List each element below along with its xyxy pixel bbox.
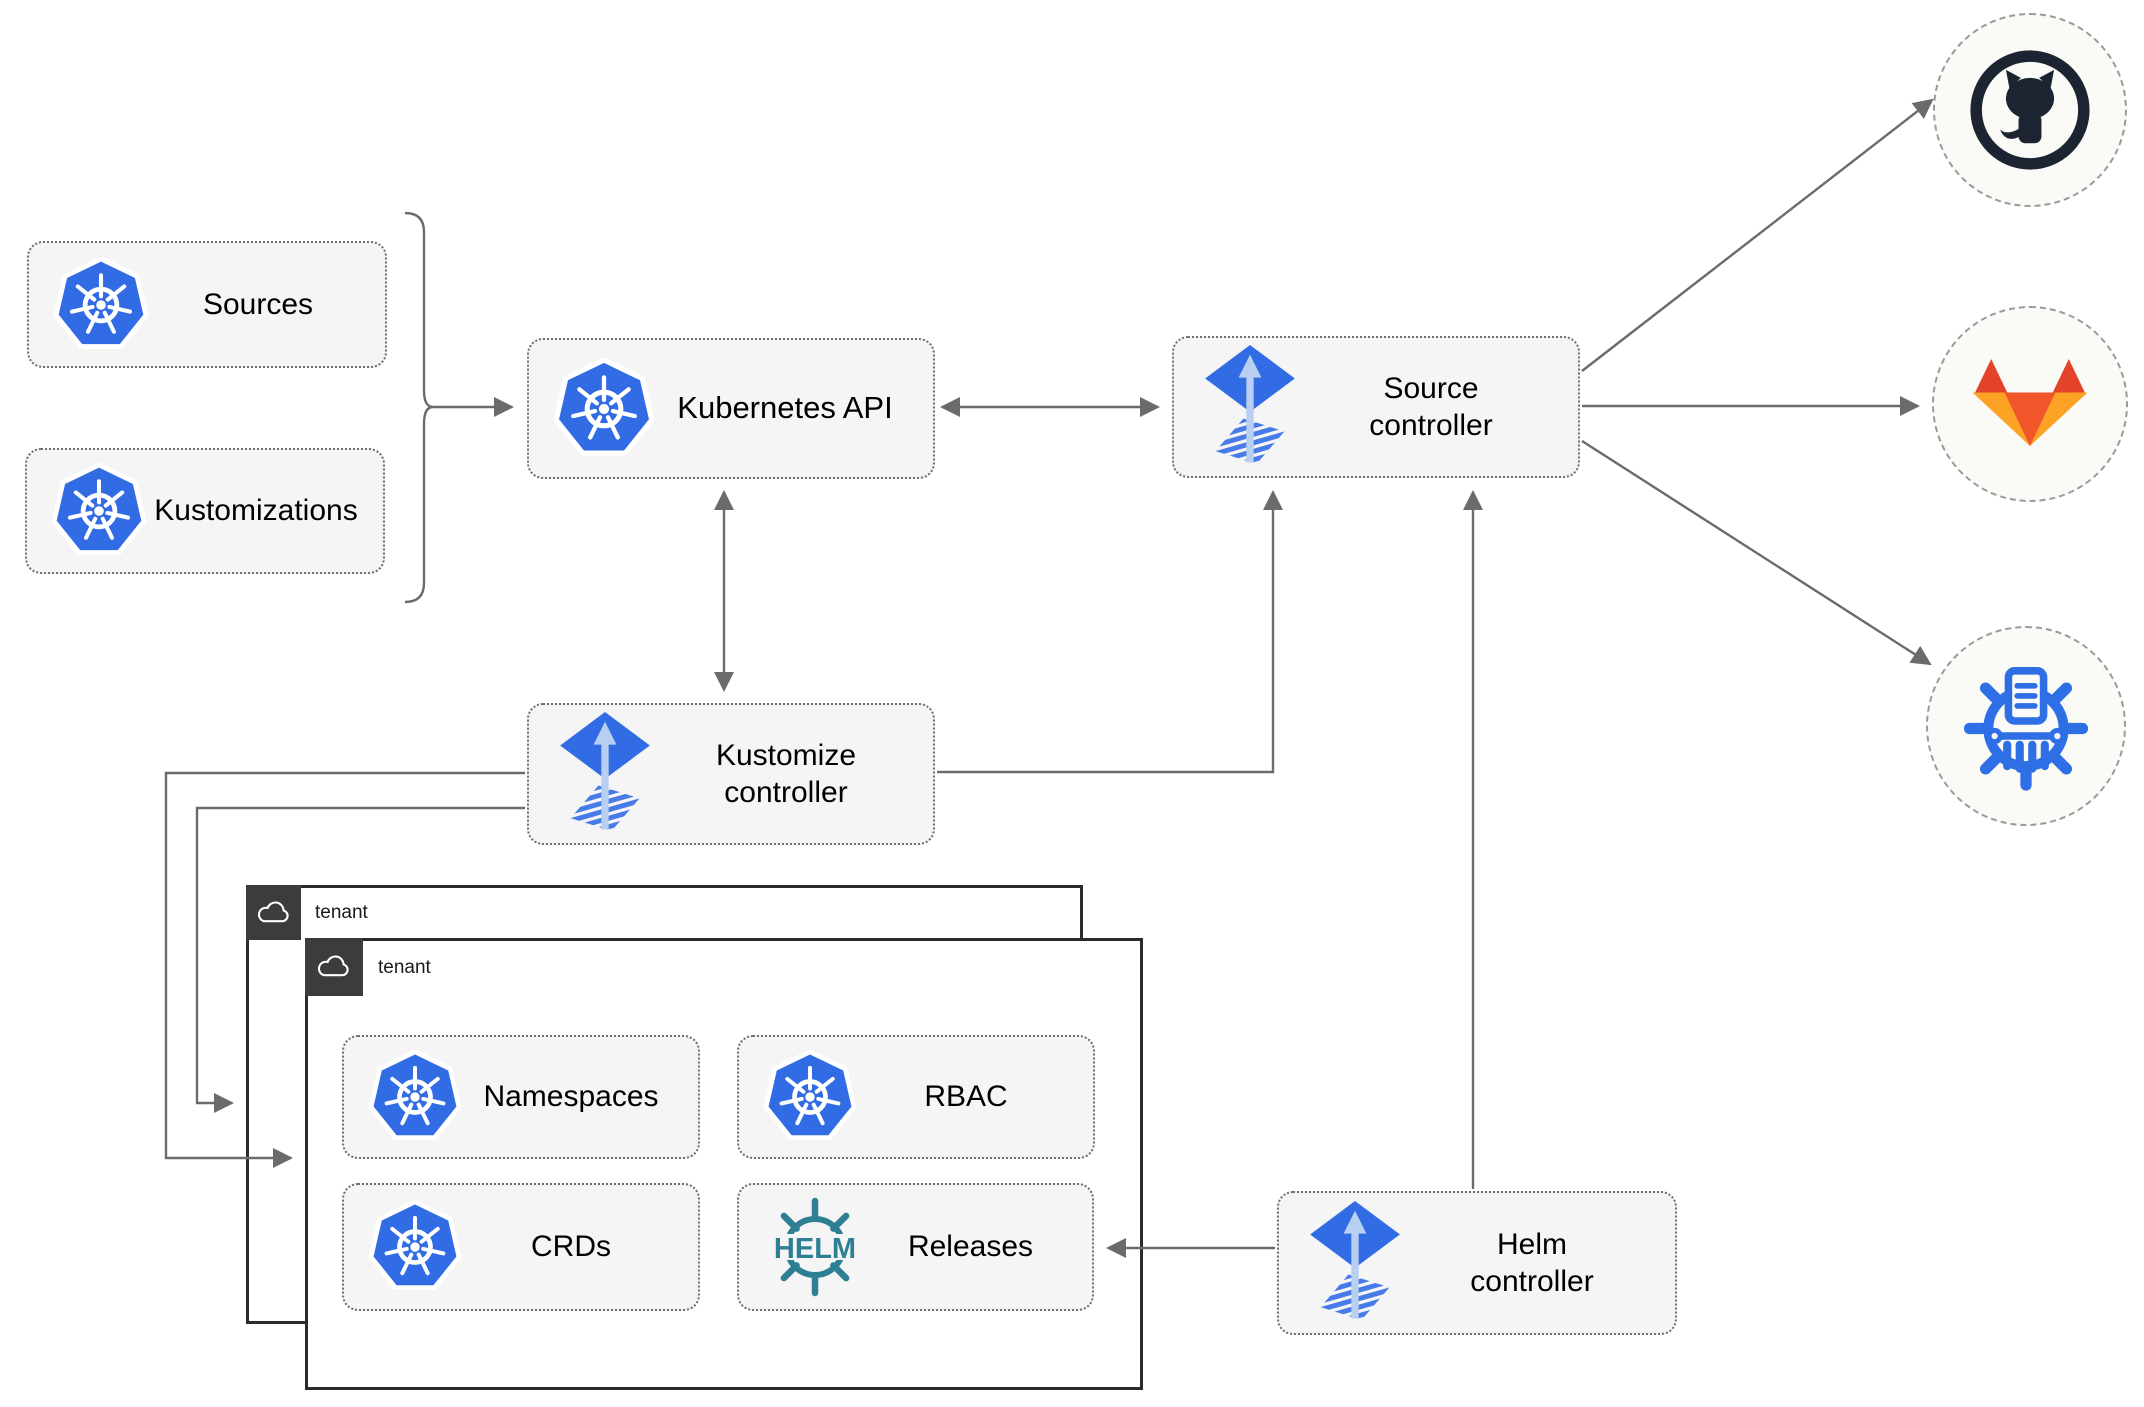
node-rbac-label: RBAC xyxy=(924,1080,1008,1114)
kubernetes-icon xyxy=(368,1200,462,1294)
node-kubernetes-api-label: Kubernetes API xyxy=(677,390,893,426)
flux-icon xyxy=(1198,345,1302,469)
node-helm-controller[interactable]: Helm controller xyxy=(1277,1191,1677,1335)
label-line1: Helm xyxy=(1496,1227,1567,1261)
node-sources[interactable]: Sources xyxy=(27,241,387,368)
node-sources-label: Sources xyxy=(202,287,314,321)
kubernetes-icon xyxy=(368,1050,462,1144)
label-line2: controller xyxy=(1369,409,1493,442)
tenant-group-front[interactable]: tenant xyxy=(305,938,1143,1390)
brace-sources-group xyxy=(404,211,434,604)
gitlab-icon xyxy=(1972,358,2088,446)
edge-sourcectrl-github xyxy=(1581,98,1934,372)
kubernetes-icon xyxy=(553,358,655,460)
label-line2: controller xyxy=(1470,1265,1594,1298)
node-kubernetes-api[interactable]: Kubernetes API xyxy=(527,338,935,479)
flux-icon xyxy=(1303,1201,1407,1325)
github-icon xyxy=(1967,47,2093,173)
edge-kustomizectrl-sourcectrl xyxy=(937,490,1283,774)
kubernetes-icon xyxy=(763,1050,857,1144)
cloud-icon xyxy=(317,955,349,977)
node-kustomize-controller[interactable]: Kustomize controller xyxy=(527,703,935,845)
tenant-back-label: tenant xyxy=(315,902,368,923)
node-namespaces[interactable]: Namespaces xyxy=(342,1035,700,1159)
node-kustomizations[interactable]: Kustomizations xyxy=(25,448,385,574)
helm-repository-icon xyxy=(1957,657,2095,795)
tenant-front-tab xyxy=(305,938,363,996)
flux-icon xyxy=(553,712,657,836)
label-line2: controller xyxy=(724,776,848,809)
node-namespaces-label: Namespaces xyxy=(483,1080,659,1114)
node-source-controller[interactable]: Source controller xyxy=(1172,336,1580,478)
edge-sourcectrl-helmrepo xyxy=(1581,439,1932,666)
helm-icon: HELM xyxy=(763,1195,867,1299)
node-helm-controller-label: Helm controller xyxy=(1407,1226,1675,1301)
tenant-back-tab xyxy=(246,885,301,940)
endpoint-github[interactable] xyxy=(1933,13,2127,207)
node-kustomizations-label: Kustomizations xyxy=(154,494,358,528)
label-line1: Kustomize xyxy=(715,738,857,772)
endpoint-helm-repository[interactable] xyxy=(1926,626,2126,826)
cloud-icon xyxy=(257,900,289,922)
node-releases[interactable]: HELM Releases xyxy=(737,1183,1094,1311)
tenant-front-label: tenant xyxy=(378,957,431,978)
node-releases-label: Releases xyxy=(907,1230,1034,1264)
node-rbac[interactable]: RBAC xyxy=(737,1035,1095,1159)
endpoint-gitlab[interactable] xyxy=(1932,306,2128,502)
node-kustomize-controller-label: Kustomize controller xyxy=(657,737,933,812)
kubernetes-icon xyxy=(51,463,147,559)
label-line1: Source xyxy=(1383,371,1479,405)
node-crds-label: CRDs xyxy=(531,1230,611,1264)
kubernetes-icon xyxy=(53,257,149,353)
node-crds[interactable]: CRDs xyxy=(342,1183,700,1311)
helm-logo-text: HELM xyxy=(774,1233,856,1265)
node-source-controller-label: Source controller xyxy=(1302,370,1578,445)
